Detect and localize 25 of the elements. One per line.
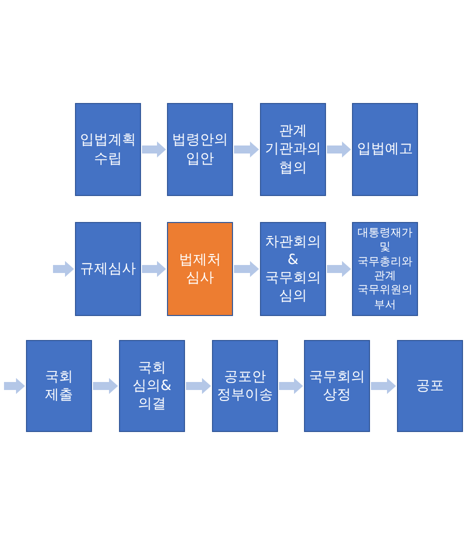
step-box: 입법계획 수립 bbox=[75, 103, 141, 196]
arrow bbox=[327, 261, 351, 277]
step-box: 관계 기관과의 협의 bbox=[260, 103, 326, 196]
arrow bbox=[4, 378, 25, 394]
step-box: 대통령재가 및 국무총리와 관계 국무위원의 부서 bbox=[352, 222, 418, 316]
arrow bbox=[93, 378, 118, 394]
step-box: 입법예고 bbox=[352, 103, 418, 196]
step-box: 법령안의 입안 bbox=[167, 103, 233, 196]
step-box: 차관회의 &국무회의 심의 bbox=[260, 222, 326, 316]
arrow bbox=[234, 142, 259, 158]
arrow bbox=[142, 142, 166, 158]
step-box: 국무회의 상정 bbox=[304, 340, 370, 432]
arrow bbox=[186, 378, 211, 394]
arrow bbox=[279, 378, 303, 394]
step-box: 공포 bbox=[397, 340, 463, 432]
arrow bbox=[327, 142, 351, 158]
arrow bbox=[142, 261, 166, 277]
highlighted-step-box: 법제처 심사 bbox=[167, 222, 233, 316]
step-box: 국회 심의&의결 bbox=[119, 340, 185, 432]
step-box: 공포안 정부이송 bbox=[212, 340, 278, 432]
arrow bbox=[371, 378, 396, 394]
arrow bbox=[234, 261, 259, 277]
step-box: 국회 제출 bbox=[26, 340, 92, 432]
step-box: 규제심사 bbox=[75, 222, 141, 316]
arrow bbox=[53, 261, 74, 277]
